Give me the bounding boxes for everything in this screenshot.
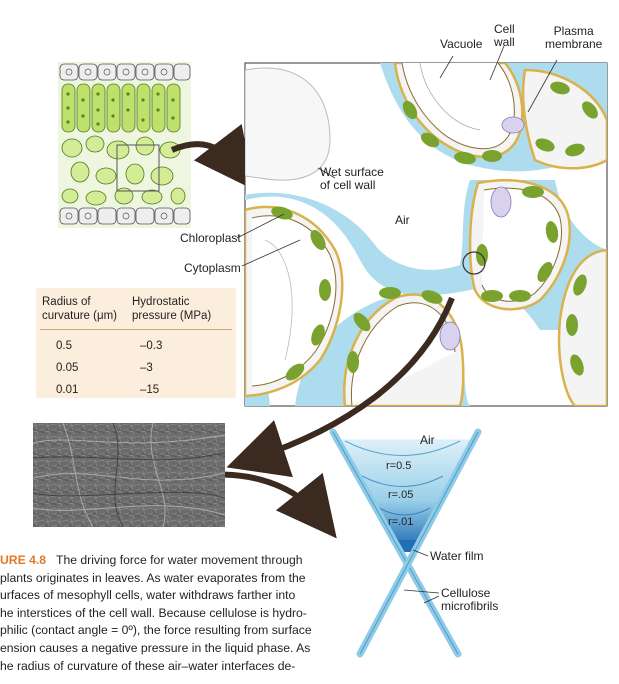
meniscus-label: r=.05 [388,489,414,501]
zoom-box [116,144,160,192]
table-rule [40,329,232,330]
meniscus-label: r=.01 [388,516,414,528]
cytoplasm-label: Cytoplasm [184,261,241,275]
figure-caption: URE 4.8 The driving force for water move… [0,552,322,675]
cell-top-right [521,68,607,170]
caption-line: philic (contact angle = 0º), the force r… [0,623,312,638]
air-label-pore: Air [420,433,435,447]
cell-bottom-middle [343,287,465,406]
table-header-pressure: Hydrostatic pressure (MPa) [132,296,212,322]
caption-line: The driving force for water movement thr… [56,553,303,567]
zoom-arrow-2 [226,296,455,478]
cell-bottom-right [557,248,607,406]
table-cell-pressure: –15 [140,384,160,396]
caption-line: he interstices of the cell wall. Because… [0,605,307,620]
plasma-membrane-label: Plasma membrane [545,24,603,52]
table-cell-pressure: –0.3 [140,340,163,352]
pressure-table: Radius of curvature (μm) Hydrostatic pre… [36,288,236,398]
zoom-arrow-1 [170,123,255,190]
wet-surface-label: Wet surface of cell wall [320,165,384,193]
cell-top [393,63,525,165]
leaf-cross-section [58,62,191,228]
caption-line: plants originates in leaves. As water ev… [0,570,306,585]
upper-epidermis [59,63,191,81]
interstice-circle [462,251,486,275]
table-header-radius: Radius of curvature (μm) [42,296,117,322]
table-cell-radius: 0.5 [56,340,72,352]
table-cell-pressure: –3 [140,362,153,374]
cell-left [245,205,344,398]
meniscus-label: r=0.5 [386,460,412,472]
chloroplast-label: Chloroplast [180,231,241,245]
air-label-detail: Air [395,213,410,227]
water-film-label: Water film [430,549,484,563]
spongy-mesophyll [61,135,186,206]
table-cell-radius: 0.01 [56,384,79,396]
cell-wall-micrograph [33,423,225,527]
caption-line: urfaces of mesophyll cells, water withdr… [0,588,296,603]
cellulose-microfibrils-label: Cellulose microfibrils [441,586,499,614]
cellulose-tube [329,428,482,658]
palisade-layer [61,83,181,133]
cell-wall-label: Cell wall [494,22,515,50]
vacuole-label: Vacuole [440,37,483,51]
lower-epidermis [59,207,191,225]
figure-number: URE 4.8 [0,553,47,567]
caption-line: he radius of curvature of these air–wate… [0,658,296,673]
table-cell-radius: 0.05 [56,362,79,374]
caption-line: ension causes a negative pressure in the… [0,640,311,655]
